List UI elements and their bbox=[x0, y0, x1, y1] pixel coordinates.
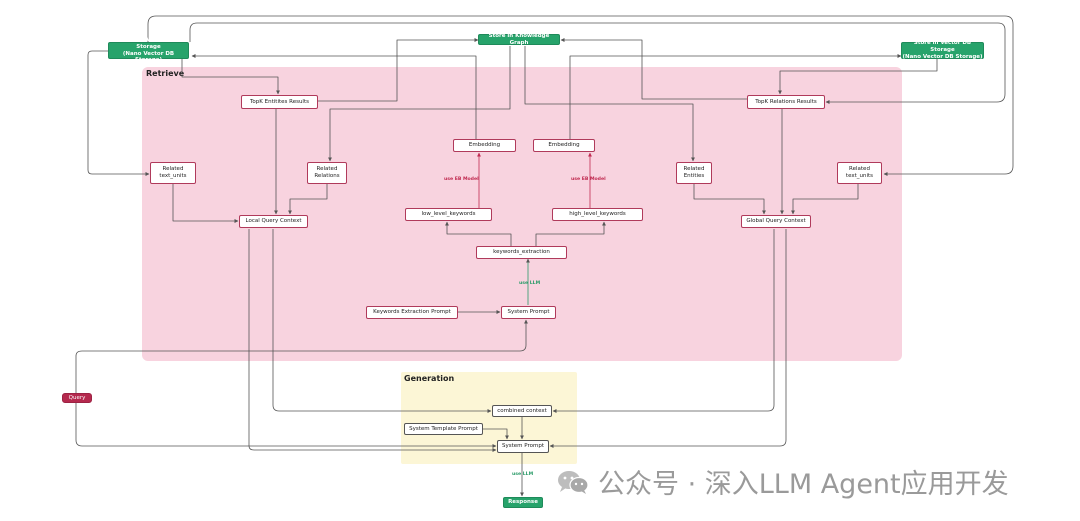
edge-extraction-to-high bbox=[535, 221, 606, 246]
edge-topk-relations-to-kg bbox=[560, 38, 747, 100]
generation-title: Generation bbox=[404, 374, 455, 383]
embedding-left-node[interactable]: Embedding bbox=[453, 139, 516, 152]
retrieve-title: Retrieve bbox=[146, 69, 185, 78]
edge-kg-to-relations bbox=[328, 46, 511, 162]
related-text-units-left-node[interactable]: Related text_units bbox=[150, 162, 196, 184]
store-vector-right-node[interactable]: Store in Vector DB Storage (Nano Vector … bbox=[901, 40, 984, 60]
use-llm-generation-label: use LLM bbox=[512, 472, 534, 477]
edge-entities-to-global bbox=[693, 184, 766, 215]
edge-embedding-to-vector-right bbox=[569, 54, 902, 139]
use-llm-retrieve-label: use LLM bbox=[519, 281, 541, 286]
store-vector-left-node[interactable]: Store in Vector DB Storage (Nano Vector … bbox=[108, 37, 189, 63]
use-eb-model-right-label: use EB Model bbox=[571, 177, 606, 182]
wechat-icon bbox=[556, 469, 590, 495]
embedding-right-node[interactable]: Embedding bbox=[533, 139, 595, 152]
related-entities-node[interactable]: Related Entities bbox=[676, 162, 712, 184]
edge-outer-loop-2 bbox=[189, 22, 1006, 104]
edge-embedding-to-vector-left bbox=[191, 54, 477, 139]
combined-context-node[interactable]: combined context bbox=[492, 405, 552, 417]
edge-global-to-combined bbox=[552, 229, 775, 413]
query-node[interactable]: Query bbox=[62, 393, 92, 403]
store-kg-node[interactable]: Store in Knowledge Graph bbox=[478, 33, 560, 46]
edge-textunits-right-to-global bbox=[791, 184, 859, 215]
topk-relations-node[interactable]: TopK Relations Results bbox=[747, 95, 825, 109]
response-node[interactable]: Response bbox=[503, 497, 543, 508]
edge-query-to-system bbox=[75, 319, 528, 398]
edge-template-to-gen-system bbox=[483, 428, 509, 440]
system-template-prompt-node[interactable]: System Template Prompt bbox=[404, 423, 483, 435]
edge-textunits-to-local bbox=[172, 184, 239, 223]
edge-vector-left-to-topk bbox=[181, 59, 280, 95]
edge-relations-to-local bbox=[288, 184, 328, 215]
global-query-context-node[interactable]: Global Query Context bbox=[741, 215, 811, 228]
edge-extraction-to-low bbox=[445, 221, 512, 246]
watermark: 公众号 · 深入LLM Agent应用开发 bbox=[556, 462, 1009, 501]
related-text-units-right-node[interactable]: Related text_units bbox=[837, 162, 882, 184]
edge-local-to-gen-system bbox=[248, 229, 497, 452]
edge-global-to-gen-system bbox=[549, 229, 787, 448]
high-level-keywords-node[interactable]: high_level_keywords bbox=[552, 208, 643, 221]
keywords-extraction-node[interactable]: keywords_extraction bbox=[476, 246, 567, 259]
keywords-extraction-prompt-node[interactable]: Keywords Extraction Prompt bbox=[366, 306, 458, 319]
system-prompt-generation-node[interactable]: System Prompt bbox=[497, 440, 549, 453]
edge-vector-left-to-textunits bbox=[87, 50, 150, 176]
system-prompt-retrieve-node[interactable]: System Prompt bbox=[501, 306, 556, 319]
use-eb-model-left-label: use EB Model bbox=[444, 177, 479, 182]
edge-topk-to-kg bbox=[318, 38, 479, 102]
edge-outer-loop-1 bbox=[147, 15, 1014, 176]
edge-local-to-combined bbox=[272, 229, 492, 413]
edge-vector-right-to-topk bbox=[778, 59, 938, 95]
topk-entities-node[interactable]: TopK Entitites Results bbox=[241, 95, 318, 109]
local-query-context-node[interactable]: Local Query Context bbox=[239, 215, 308, 228]
low-level-keywords-node[interactable]: low_level_keywords bbox=[405, 208, 492, 221]
related-relations-node[interactable]: Related Relations bbox=[307, 162, 347, 184]
watermark-text: 公众号 · 深入LLM Agent应用开发 bbox=[598, 469, 1009, 500]
edge-kg-to-entities bbox=[524, 46, 695, 162]
edge-query-to-gen-system bbox=[75, 398, 497, 448]
